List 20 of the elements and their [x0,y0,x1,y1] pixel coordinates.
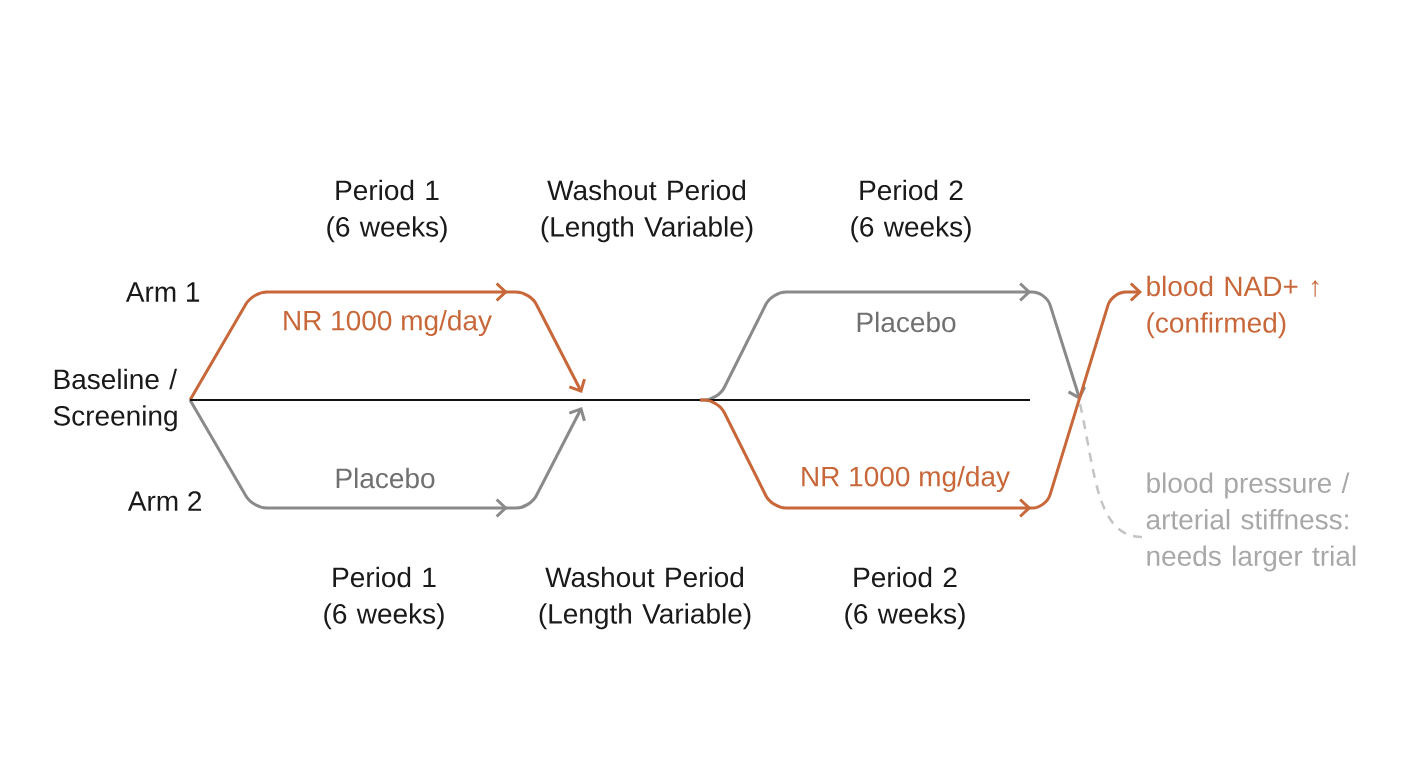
timeline [189,399,1031,401]
stage-label: Baseline / Screening [53,368,177,432]
arrow-label: NR 1000 mg/day [284,309,492,337]
period-heading: Period 1 (6 weeks) [327,179,447,243]
arrow [699,282,1142,518]
arrow-label: Placebo [336,467,435,489]
period-heading: Period 1 (6 weeks) [324,566,444,630]
period-heading: Period 2 (6 weeks) [851,179,971,243]
period-heading: Washout Period (Length Variable) [541,179,753,243]
arrow [188,282,586,401]
period-heading: Period 2 (6 weeks) [845,566,965,630]
arm-label: Arm 2 [127,491,202,511]
arm-label: Arm 1 [125,282,200,302]
arrow-label: Placebo [857,311,956,333]
period-heading: Washout Period (Length Variable) [539,566,751,630]
outcome-label: blood pressure / arterial stiffness: needs larger trial [1146,472,1356,572]
arrow [188,399,586,518]
arrow-label: NR 1000 mg/day [802,465,1010,493]
outcome-label: blood NAD+ ↑ (confirmed) [1147,275,1319,339]
dashed-line [1078,403,1143,539]
